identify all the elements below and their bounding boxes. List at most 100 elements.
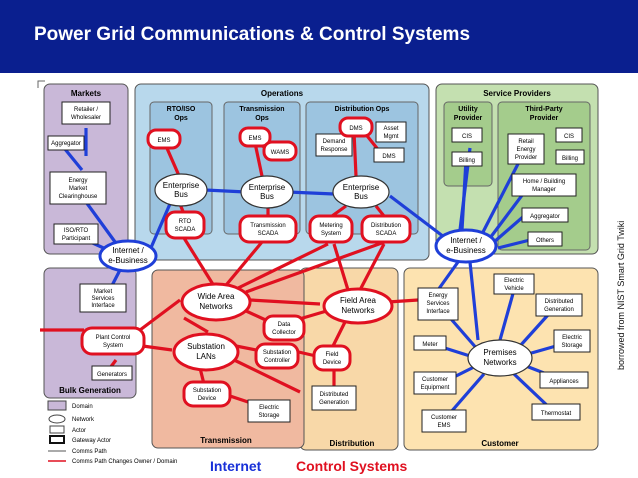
control-link xyxy=(183,316,209,334)
distribution-scada-label-2: SCADA xyxy=(376,231,397,237)
ems-rto-box xyxy=(146,128,182,150)
internet-link xyxy=(287,190,335,196)
wide-area-label-1: Wide Area xyxy=(198,292,235,301)
energy-market-box xyxy=(49,171,107,205)
energy-market-label-1: Energy xyxy=(68,178,87,184)
operations-label: Operations xyxy=(261,89,304,98)
distributed-generation-cust-label-2: Generation xyxy=(544,307,574,313)
utility-provider-label-1: Utility xyxy=(458,106,478,113)
corner-mark xyxy=(37,80,45,88)
legend-comms-path-label: Comms Path xyxy=(72,449,107,455)
field-device-box xyxy=(312,344,352,372)
billing-utility-label: Billing xyxy=(459,158,475,164)
distributed-generation-cust-box xyxy=(535,293,583,317)
substation-lans: Substation LANs xyxy=(172,332,240,372)
substation-device-label-2: Device xyxy=(198,396,217,402)
control-link xyxy=(387,298,419,304)
field-area-label-1: Field Area xyxy=(340,296,377,305)
dms-top-label: DMS xyxy=(349,126,362,132)
internet-left-label-1: Internet / xyxy=(112,246,144,255)
asset-mgmt-label-2: Mgmt xyxy=(384,134,399,140)
control-link xyxy=(233,242,329,292)
internet-link xyxy=(436,261,460,291)
control-link xyxy=(331,204,347,218)
retailer-label-2: Wholesaler xyxy=(71,115,101,121)
energy-services-label-1: Energy xyxy=(428,293,447,299)
wams-label: WAMS xyxy=(271,150,289,156)
wide-area-networks: Wide Area Networks xyxy=(180,282,252,322)
control-systems-legend-text: Control Systems xyxy=(296,458,408,474)
ems-rto-label: EMS xyxy=(157,138,170,144)
rto-scada-label-1: RTO xyxy=(179,219,192,225)
meter-label: Meter xyxy=(422,342,437,348)
substation-device-box xyxy=(182,380,232,408)
internet-left-label-2: e-Business xyxy=(108,256,148,265)
electric-vehicle-label-2: Vehicle xyxy=(504,286,524,292)
electric-storage-cust-label-2: Storage xyxy=(561,343,583,349)
substation-lans-label-1: Substation xyxy=(187,342,225,351)
home-building-manager-label-2: Manager xyxy=(532,187,556,193)
field-device-label-1: Field xyxy=(325,352,338,358)
customer-equipment-box xyxy=(413,371,457,395)
market-services-box xyxy=(79,283,127,313)
internet-right: Internet / e-Business xyxy=(434,228,498,264)
aggregator-sp-box xyxy=(521,207,569,223)
thermostat-label: Thermostat xyxy=(541,411,572,417)
aggregator-markets-box xyxy=(47,135,85,151)
legend-network-label: Network xyxy=(72,417,95,423)
cis-third-label: CIS xyxy=(564,134,574,140)
meter-box xyxy=(413,335,447,351)
asset-mgmt-box xyxy=(375,121,407,143)
dms-mid-label: DMS xyxy=(382,154,395,160)
distributed-generation-dist-label-2: Generation xyxy=(319,400,349,406)
distribution-label: Distribution xyxy=(330,439,375,448)
control-links xyxy=(40,131,419,412)
electric-storage-trans-box xyxy=(247,399,291,423)
billing-third-box xyxy=(555,149,585,165)
cis-utility-box xyxy=(451,127,483,143)
substation-controller-label-1: Substation xyxy=(263,350,291,356)
actors: Retailer / Wholesaler Aggregator Energy … xyxy=(47,101,591,433)
distributed-generation-cust-label-1: Distributed xyxy=(545,299,574,305)
field-device-label-2: Device xyxy=(323,360,342,366)
transmission-scada-label-1: Transmission xyxy=(250,223,285,229)
aggregator-markets-label: Aggregator xyxy=(51,141,81,147)
legend-gateway-swatch xyxy=(49,435,65,444)
legend-actor-swatch xyxy=(49,425,65,434)
retail-energy-provider-label-1: Retail xyxy=(518,139,533,145)
enterprise-bus-3-label-2: Bus xyxy=(354,192,368,201)
internet-link xyxy=(468,261,480,341)
premises-label-2: Networks xyxy=(483,358,516,367)
others-box xyxy=(527,231,563,247)
control-link xyxy=(330,319,348,349)
energy-services-label-2: Services xyxy=(426,301,449,307)
control-link xyxy=(220,240,264,292)
distribution-ops-label: Distribution Ops xyxy=(335,106,390,113)
enterprise-bus-2-cloud xyxy=(240,175,294,209)
legend-actor-label: Actor xyxy=(72,428,86,434)
transmission-scada-box xyxy=(238,214,298,244)
control-link xyxy=(245,238,391,294)
customer-equipment-label-2: Equipment xyxy=(421,385,450,391)
legend-gateway-label: Gateway Actor xyxy=(72,438,111,444)
legend: Domain Network Actor Gateway Actor Comms… xyxy=(47,400,177,465)
transmission-label: Transmission xyxy=(200,436,252,445)
internet-link xyxy=(460,159,468,231)
electric-vehicle-box xyxy=(493,273,535,295)
appliances-box xyxy=(539,371,589,389)
substation-controller-label-2: Controller xyxy=(264,358,290,364)
dms-top-box xyxy=(338,116,374,138)
utility-provider-label-2: Provider xyxy=(454,115,483,122)
legend-domain-label: Domain xyxy=(72,404,93,410)
appliances-label: Appliances xyxy=(549,379,578,385)
enterprise-bus-1-label-2: Bus xyxy=(174,190,188,199)
data-collector-label-1: Data xyxy=(278,322,291,328)
demand-response-label-2: Response xyxy=(320,147,348,153)
energy-market-label-2: Market xyxy=(69,186,88,192)
thermostat-box xyxy=(531,403,581,421)
metering-system-box xyxy=(308,214,354,244)
customer-ems-label-1: Customer xyxy=(431,415,457,421)
electric-storage-trans-label-2: Storage xyxy=(258,413,280,419)
retail-energy-provider-label-2: Energy xyxy=(516,147,535,153)
enterprise-bus-1-label-1: Enterprise xyxy=(163,181,200,190)
